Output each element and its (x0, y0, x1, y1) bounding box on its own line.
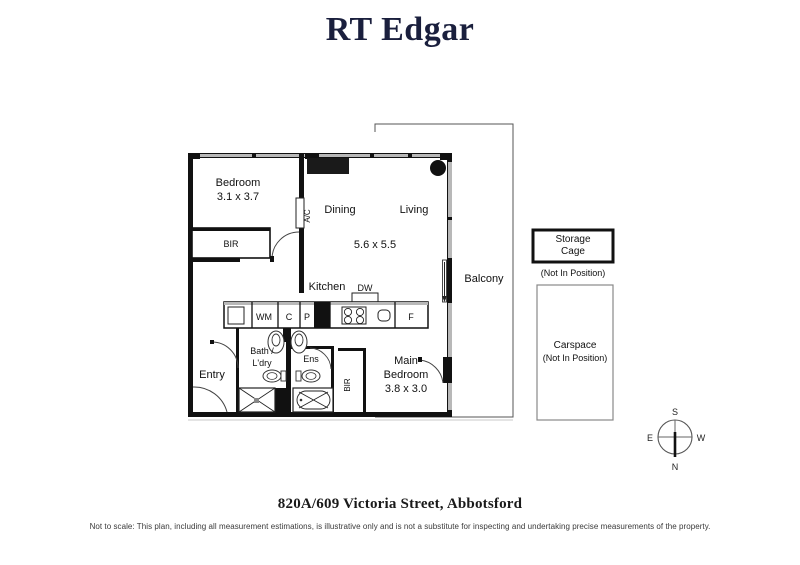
living-dimensions: 5.6 x 5.5 (354, 239, 396, 251)
dining-label: Dining (324, 204, 355, 216)
fridge-label: F (408, 312, 414, 322)
pantry-label: P (304, 312, 310, 322)
bedroom-2-wardrobe (191, 227, 271, 259)
main-bedroom-wardrobe-label: BIR (343, 378, 352, 392)
floor-plan-drawing: A/C BIR Bedroom 3.1 x 3.7 Dining Living … (0, 110, 800, 470)
living-label: Living (400, 204, 429, 216)
dishwasher-label: DW (358, 283, 373, 293)
entry-label: Entry (199, 369, 225, 381)
storage-cage-box (531, 228, 615, 264)
floor-plan-svg: A/C BIR Bedroom 3.1 x 3.7 Dining Living … (188, 123, 706, 470)
compass-label-top: S (672, 407, 678, 417)
compass-label-right: W (697, 433, 706, 443)
bedroom-2-walls (188, 153, 304, 293)
bath-laundry-label-line2: L'dry (252, 358, 272, 368)
bath-laundry-label-line1: Bath / (250, 346, 274, 356)
main-bedroom-line2: Bedroom (384, 369, 429, 381)
ensuite-fixtures (290, 330, 334, 413)
carspace-note: (Not In Position) (543, 353, 608, 363)
bathroom-walls (236, 328, 334, 412)
entry-door-swing (192, 386, 228, 413)
carspace-title: Carspace (554, 340, 597, 351)
compass-rose (657, 419, 693, 457)
property-address: 820A/609 Victoria Street, Abbotsford (277, 496, 523, 512)
balcony-label: Balcony (464, 273, 504, 285)
cupboard-label: C (286, 312, 293, 322)
bathroom-door-swing (211, 341, 239, 369)
bedroom-2-door-swing (271, 231, 300, 259)
kitchen-bench (223, 292, 429, 329)
storage-cage-title-line1: Storage (555, 234, 590, 245)
storage-cage-title-line2: Cage (561, 246, 585, 257)
storage-cage-note: (Not In Position) (541, 268, 606, 278)
ensuite-label: Ens (303, 354, 319, 364)
bedroom-2-wardrobe-label: BIR (223, 239, 239, 249)
aircon-label: A/C (303, 209, 312, 223)
main-bedroom-line1: Main (394, 355, 418, 367)
kitchen-label: Kitchen (309, 281, 346, 293)
bedroom-2-dimensions: 3.1 x 3.7 (217, 191, 259, 203)
disclaimer-text: Not to scale: This plan, including all m… (89, 522, 711, 531)
bedroom-2-name: Bedroom (216, 177, 261, 189)
main-bedroom-dimensions: 3.8 x 3.0 (385, 383, 427, 395)
air-conditioner-unit (295, 197, 305, 229)
brand-logo: RT Edgar (325, 11, 475, 48)
main-bedroom-walls (338, 348, 366, 412)
compass-label-bottom: N (672, 462, 679, 470)
bath-fixtures (238, 330, 287, 413)
washing-machine-label: WM (256, 312, 272, 322)
compass-label-left: E (647, 433, 653, 443)
top-wall-piers (188, 153, 452, 174)
carspace-box (536, 284, 614, 421)
balcony-door-swing (419, 359, 444, 384)
structural-column (430, 160, 446, 176)
top-wall-windows (200, 154, 445, 157)
balcony-glazing (442, 162, 452, 410)
